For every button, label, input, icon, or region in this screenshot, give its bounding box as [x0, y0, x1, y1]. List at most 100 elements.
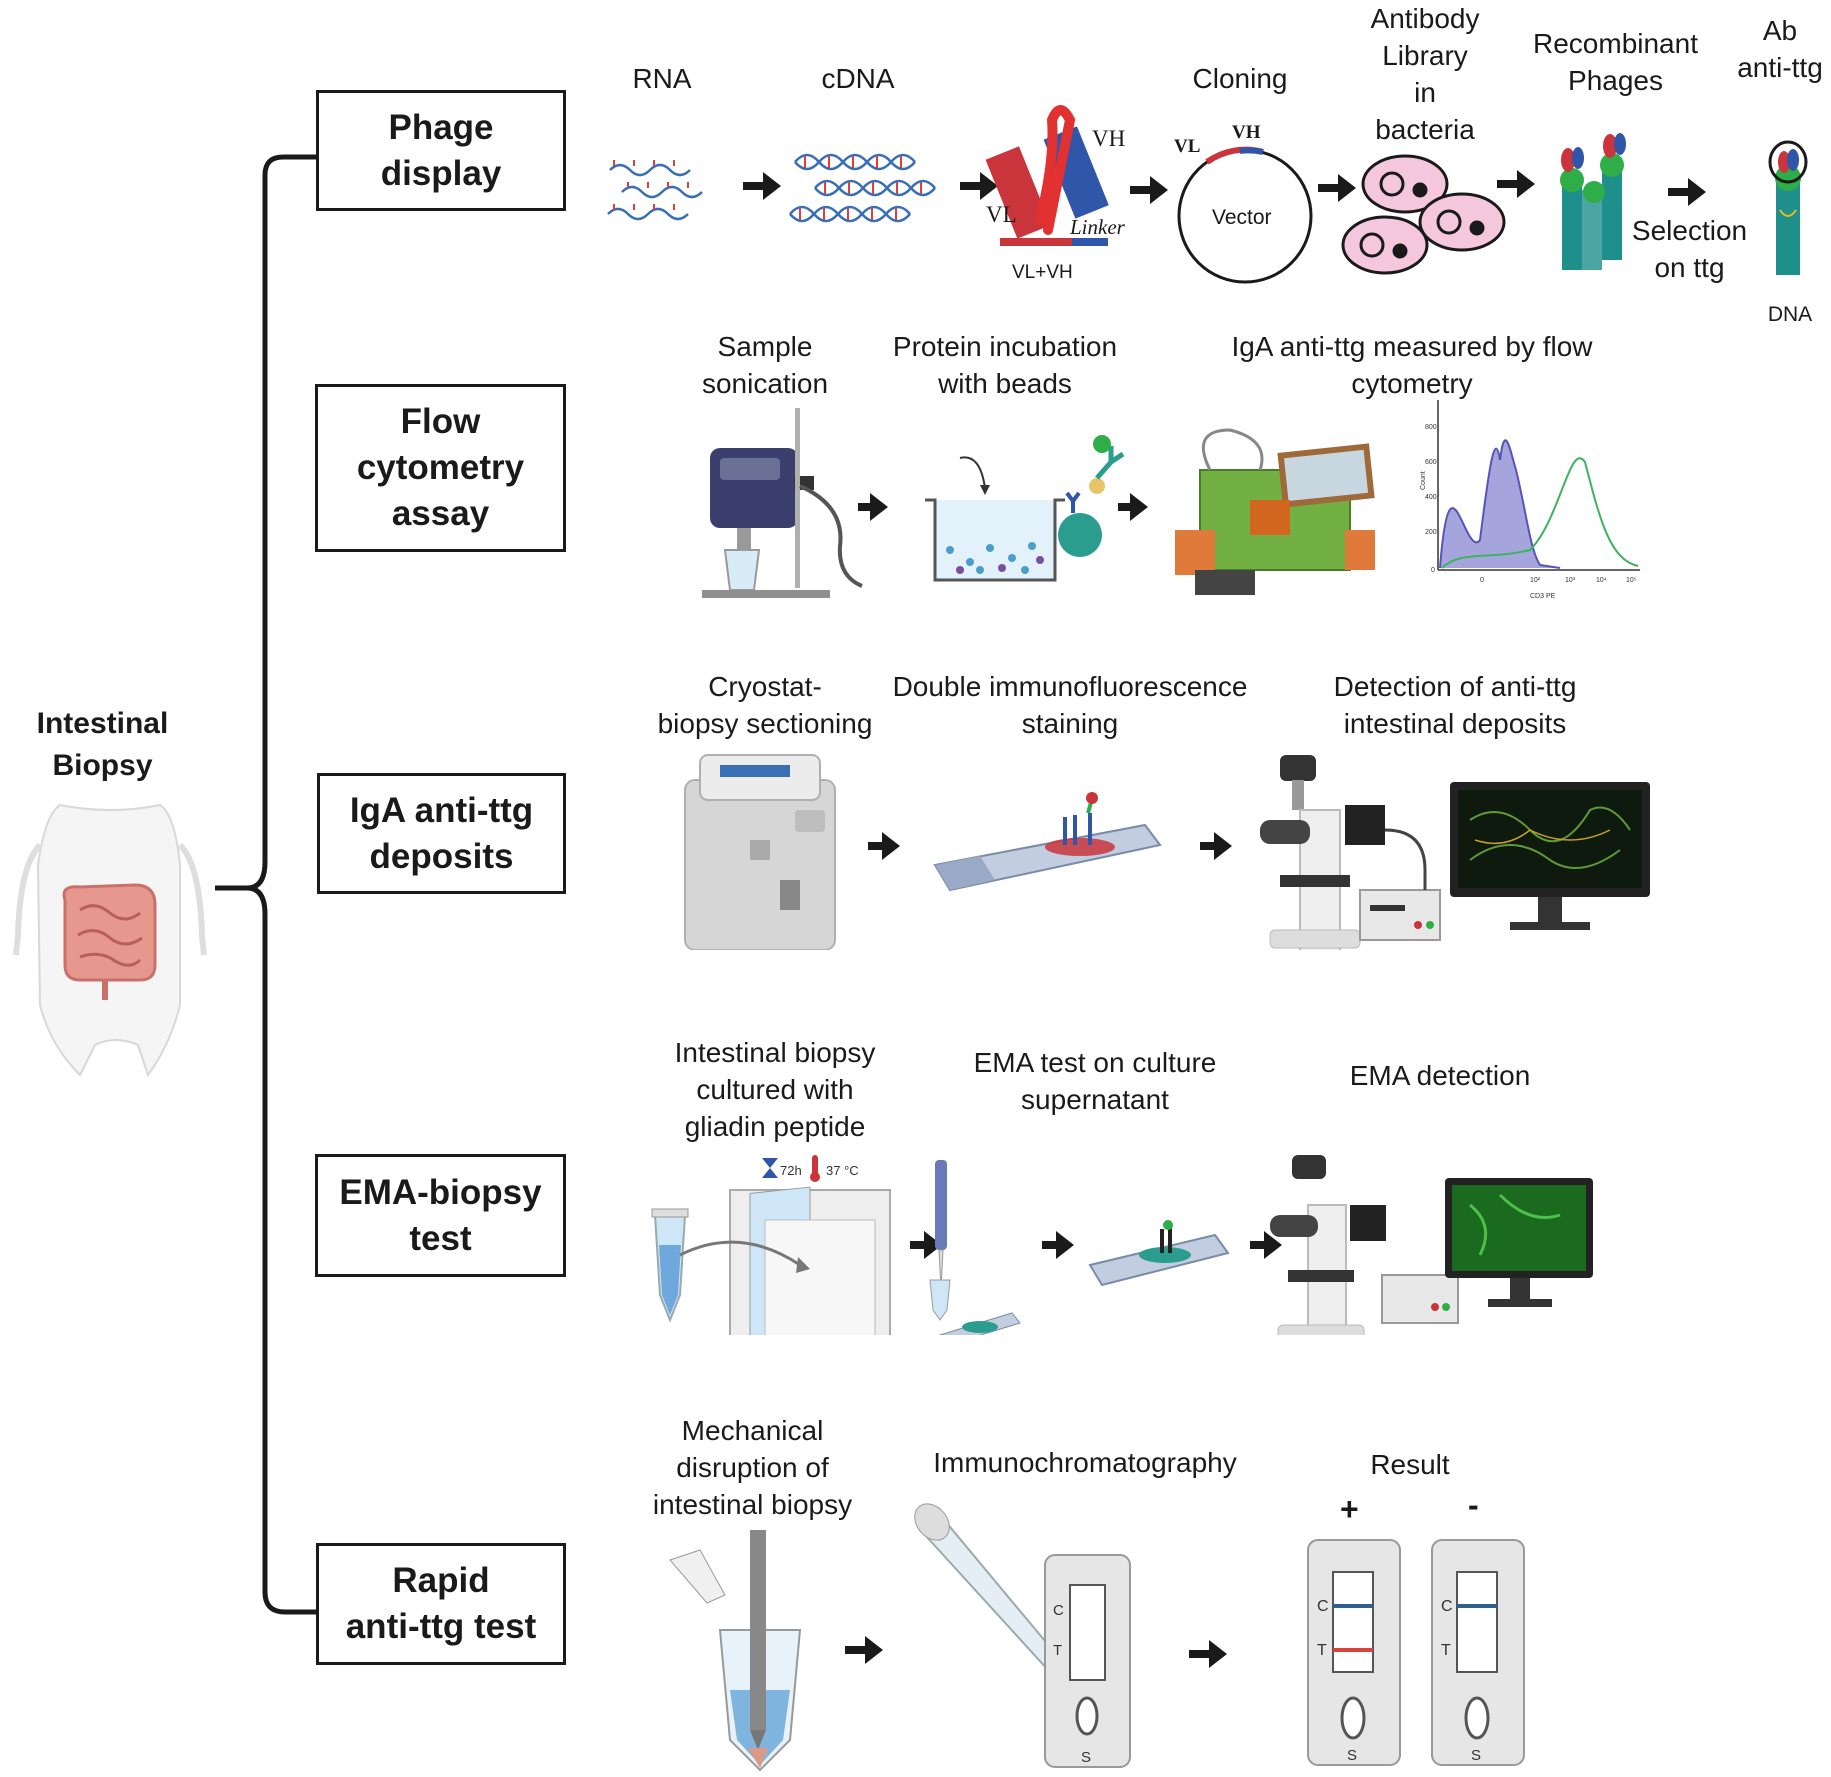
vlvh-label: VL+VH [1012, 262, 1073, 283]
step-label: Ab anti-ttg [1737, 15, 1823, 83]
ema-row-graphics: 72h 37 °C [651, 1155, 1593, 1335]
cassette-c: C [1053, 1602, 1064, 1619]
method-box-iga-deposits: IgA anti-ttg deposits [317, 773, 566, 894]
y-tick: 0 [1431, 567, 1435, 574]
arrow-icon [1118, 493, 1148, 521]
y-tick: 800 [1425, 424, 1437, 431]
flow-row-graphics: 1000 800 600 400 200 0 0 10² 10³ 10⁴ 10⁵… [702, 400, 1640, 600]
x-tick: 10³ [1565, 577, 1576, 584]
arrow-icon [1042, 1231, 1074, 1259]
root-label: Intestinal Biopsy [36, 707, 169, 782]
step-label: Intestinal biopsy cultured with gliadin … [674, 1037, 876, 1142]
bacteria-icon [1341, 154, 1506, 275]
cassette-t: T [1053, 1642, 1062, 1659]
sonicator-icon [702, 408, 863, 598]
method-box-ema-biopsy: EMA-biopsy test [315, 1154, 566, 1277]
step-label: EMA test on culture supernatant [973, 1047, 1217, 1115]
rna-icon [607, 160, 703, 221]
step-label: Sample sonication [701, 331, 829, 399]
step-label: RNA [632, 63, 692, 94]
vl-label: VL [986, 202, 1017, 227]
incubation-temp: 37 °C [826, 1163, 859, 1178]
linker-label: Linker [1069, 215, 1126, 239]
negative-cassette-icon: C T S [1431, 1539, 1525, 1766]
step-label: Recombinant Phages [1533, 28, 1698, 96]
step-label: Antibody Library in bacteria [1370, 3, 1480, 145]
method-title: EMA-biopsy test [339, 1172, 542, 1258]
incubation-time: 72h [780, 1163, 802, 1178]
x-tick: 10⁴ [1596, 577, 1607, 584]
arrow-icon [1497, 170, 1535, 198]
dropper-cassette-icon: C T S [914, 1503, 1131, 1768]
flow-cytometer-icon [1175, 428, 1375, 595]
cassette-c: C [1317, 1598, 1329, 1615]
step-label: Result [1370, 1449, 1450, 1480]
method-box-phage-display: Phage display [316, 90, 566, 211]
positive-sign: + [1340, 1491, 1359, 1527]
flow-histogram: 1000 800 600 400 200 0 0 10² 10³ 10⁴ 10⁵… [1420, 400, 1640, 600]
vector-label: Vector [1212, 206, 1272, 229]
tube-icon [651, 1208, 689, 1323]
microscope-icon [1270, 1155, 1459, 1335]
method-title: Phage display [380, 107, 502, 193]
cassette-s: S [1347, 1747, 1357, 1764]
rapid-row-graphics: C T S C T S C T S + - [669, 1490, 1525, 1772]
arrow-icon [1318, 174, 1356, 202]
method-box-rapid-test: Rapid anti-ttg test [316, 1543, 566, 1665]
cassette-c: C [1441, 1598, 1453, 1615]
body-icon [13, 803, 207, 1078]
arrow-icon [960, 172, 998, 200]
arrow-icon [910, 1231, 942, 1259]
vector-vl-label: VL [1174, 136, 1200, 157]
hourglass-icon [762, 1158, 778, 1178]
scfv-icon [985, 105, 1109, 246]
negative-sign: - [1468, 1490, 1479, 1523]
arrow-icon [1668, 178, 1706, 206]
arrow-icon [1250, 1231, 1282, 1259]
slide-ema-icon [1088, 1220, 1230, 1287]
phage-icon [1560, 133, 1626, 270]
step-label: Protein incubation with beads [892, 331, 1118, 399]
cassette-s: S [1471, 1747, 1481, 1764]
step-label: Mechanical disruption of intestinal biop… [652, 1415, 853, 1520]
arrow-icon [1130, 176, 1168, 204]
step-label: Double immunofluorescence staining [892, 671, 1248, 739]
x-axis-label: CD3 PE [1530, 593, 1556, 600]
step-label: Cloning [1192, 63, 1288, 94]
dna-label: DNA [1767, 303, 1813, 326]
cassette-t: T [1441, 1642, 1451, 1659]
method-box-flow-cytometry: Flow cytometry assay [315, 384, 566, 552]
y-axis-label: Count [1420, 471, 1427, 490]
vector-plasmid-icon [1177, 146, 1313, 284]
positive-cassette-icon: C T S [1307, 1539, 1401, 1766]
cassette-t: T [1317, 1642, 1327, 1659]
step-label: Detection of anti-ttg intestinal deposit… [1333, 671, 1577, 739]
arrow-icon [845, 1636, 883, 1664]
arrow-icon [868, 832, 900, 860]
monitor-icon [1445, 1178, 1593, 1307]
monitor-icon [1450, 782, 1650, 930]
incubator-icon [679, 1186, 891, 1335]
pipette-slide-icon [929, 1160, 1021, 1335]
vh-label: VH [1092, 126, 1125, 151]
bead-incubation-icon [925, 435, 1125, 582]
disruption-tube-icon [669, 1530, 802, 1772]
y-tick: 200 [1425, 529, 1437, 536]
bracket [215, 154, 316, 1615]
arrow-icon [743, 172, 781, 200]
step-label: Immunochromatography [933, 1447, 1237, 1478]
phage-row-graphics: VH VL Linker VL+VH VL VH Vector [607, 105, 1808, 284]
deposit-row-graphics [684, 754, 1650, 950]
cassette-s: S [1081, 1749, 1091, 1766]
cdna-icon [789, 153, 936, 223]
microscope-icon [1260, 755, 1441, 950]
thermometer-icon [810, 1155, 820, 1182]
y-tick: 400 [1425, 494, 1437, 501]
arrow-icon [1189, 1640, 1227, 1668]
method-title: Flow cytometry assay [356, 402, 525, 533]
y-tick: 600 [1425, 459, 1437, 466]
x-tick: 10² [1530, 577, 1541, 584]
step-label: cDNA [821, 63, 895, 94]
arrow-icon [858, 493, 888, 521]
